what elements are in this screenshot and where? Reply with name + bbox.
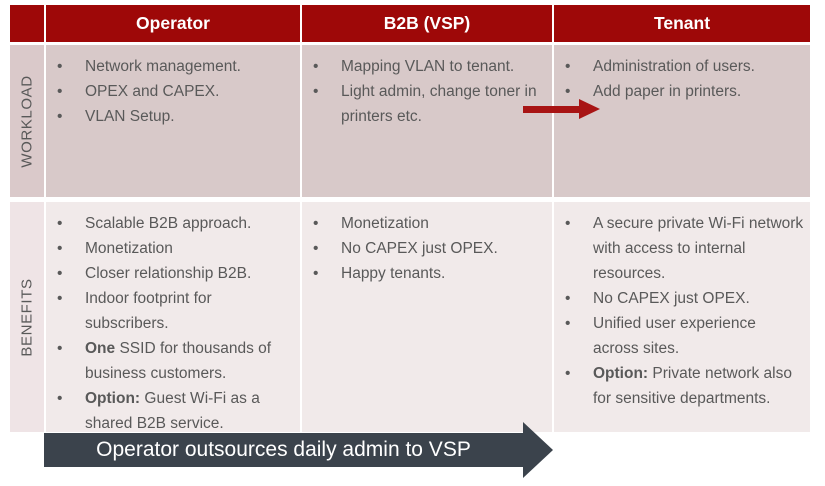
bullet-text: Monetization	[341, 215, 429, 232]
workload-operator-list: Network management. OPEX and CAPEX. VLAN…	[46, 45, 300, 129]
benefits-b2b-list: Monetization No CAPEX just OPEX. Happy t…	[302, 202, 552, 286]
column-header-tenant: Tenant	[554, 5, 810, 42]
row-label-workload-text: WORKLOAD	[18, 74, 36, 168]
row-label-benefits: BENEFITS	[10, 202, 44, 432]
bullet-item: OPEX and CAPEX.	[57, 79, 294, 104]
bullet-text: Add paper in printers.	[593, 83, 742, 100]
bullet-text-bold: One	[85, 340, 116, 357]
banner-arrowhead-icon	[523, 422, 553, 478]
bullet-item: Add paper in printers.	[565, 79, 804, 104]
bullet-item: Mapping VLAN to tenant.	[313, 54, 546, 79]
bullet-item: Scalable B2B approach.	[57, 211, 294, 236]
bullet-text: OPEX and CAPEX.	[85, 83, 220, 100]
bullet-text: A secure private Wi-Fi network with acce…	[593, 215, 804, 282]
workload-tenant-list: Administration of users. Add paper in pr…	[554, 45, 810, 104]
bullet-text: Unified user experience across sites.	[593, 315, 756, 357]
row-label-benefits-text: BENEFITS	[18, 277, 36, 357]
bullet-text: Scalable B2B approach.	[85, 215, 252, 232]
bullet-item: Happy tenants.	[313, 261, 546, 286]
bullet-item: Closer relationship B2B.	[57, 261, 294, 286]
bullet-item: Administration of users.	[565, 54, 804, 79]
bullet-item: A secure private Wi-Fi network with acce…	[565, 211, 804, 286]
cell-workload-b2b: Mapping VLAN to tenant. Light admin, cha…	[302, 45, 552, 197]
cell-workload-operator: Network management. OPEX and CAPEX. VLAN…	[46, 45, 300, 197]
bullet-item: No CAPEX just OPEX.	[565, 286, 804, 311]
cell-benefits-tenant: A secure private Wi-Fi network with acce…	[554, 202, 810, 432]
bullet-item: Option: Private network also for sensiti…	[565, 361, 804, 411]
bullet-item: Indoor footprint for subscribers.	[57, 286, 294, 336]
benefits-operator-list: Scalable B2B approach. Monetization Clos…	[46, 202, 300, 436]
bullet-text: Happy tenants.	[341, 265, 446, 282]
flow-arrow-icon	[523, 106, 579, 113]
outsource-banner: Operator outsources daily admin to VSP	[44, 433, 523, 467]
bullet-item: Unified user experience across sites.	[565, 311, 804, 361]
flow-arrow-head-icon	[579, 99, 600, 119]
bullet-text: Guest Wi-Fi as a shared B2B service.	[85, 390, 260, 432]
bullet-text-bold: Option:	[85, 390, 141, 407]
bullet-text: Light admin, change toner in printers et…	[341, 83, 537, 125]
bullet-text: VLAN Setup.	[85, 108, 175, 125]
bullet-item: Light admin, change toner in printers et…	[313, 79, 546, 129]
bullet-text: No CAPEX just OPEX.	[341, 240, 498, 257]
bullet-text: Monetization	[85, 240, 173, 257]
bullet-item: One SSID for thousands of business custo…	[57, 336, 294, 386]
column-header-operator: Operator	[46, 5, 300, 42]
bullet-item: Monetization	[313, 211, 546, 236]
cell-workload-tenant: Administration of users. Add paper in pr…	[554, 45, 810, 197]
row-label-workload: WORKLOAD	[10, 45, 44, 197]
bullet-text: Indoor footprint for subscribers.	[85, 290, 212, 332]
bullet-item: VLAN Setup.	[57, 104, 294, 129]
benefits-tenant-list: A secure private Wi-Fi network with acce…	[554, 202, 810, 411]
cell-benefits-operator: Scalable B2B approach. Monetization Clos…	[46, 202, 300, 432]
bullet-item: Network management.	[57, 54, 294, 79]
bullet-text: Administration of users.	[593, 58, 755, 75]
bullet-text: No CAPEX just OPEX.	[593, 290, 750, 307]
bullet-item: Option: Guest Wi-Fi as a shared B2B serv…	[57, 386, 294, 436]
bullet-item: Monetization	[57, 236, 294, 261]
bullet-text: SSID for thousands of business customers…	[85, 340, 272, 382]
bullet-text: Private network also for sensitive depar…	[593, 365, 792, 407]
bullet-item: No CAPEX just OPEX.	[313, 236, 546, 261]
column-header-b2b-vsp: B2B (VSP)	[302, 5, 552, 42]
outsource-banner-text: Operator outsources daily admin to VSP	[96, 438, 471, 461]
bullet-text: Network management.	[85, 58, 241, 75]
workload-b2b-list: Mapping VLAN to tenant. Light admin, cha…	[302, 45, 552, 129]
cell-benefits-b2b: Monetization No CAPEX just OPEX. Happy t…	[302, 202, 552, 432]
header-corner-cell	[10, 5, 44, 42]
bullet-text-bold: Option:	[593, 365, 649, 382]
bullet-text: Mapping VLAN to tenant.	[341, 58, 515, 75]
bullet-text: Closer relationship B2B.	[85, 265, 252, 282]
